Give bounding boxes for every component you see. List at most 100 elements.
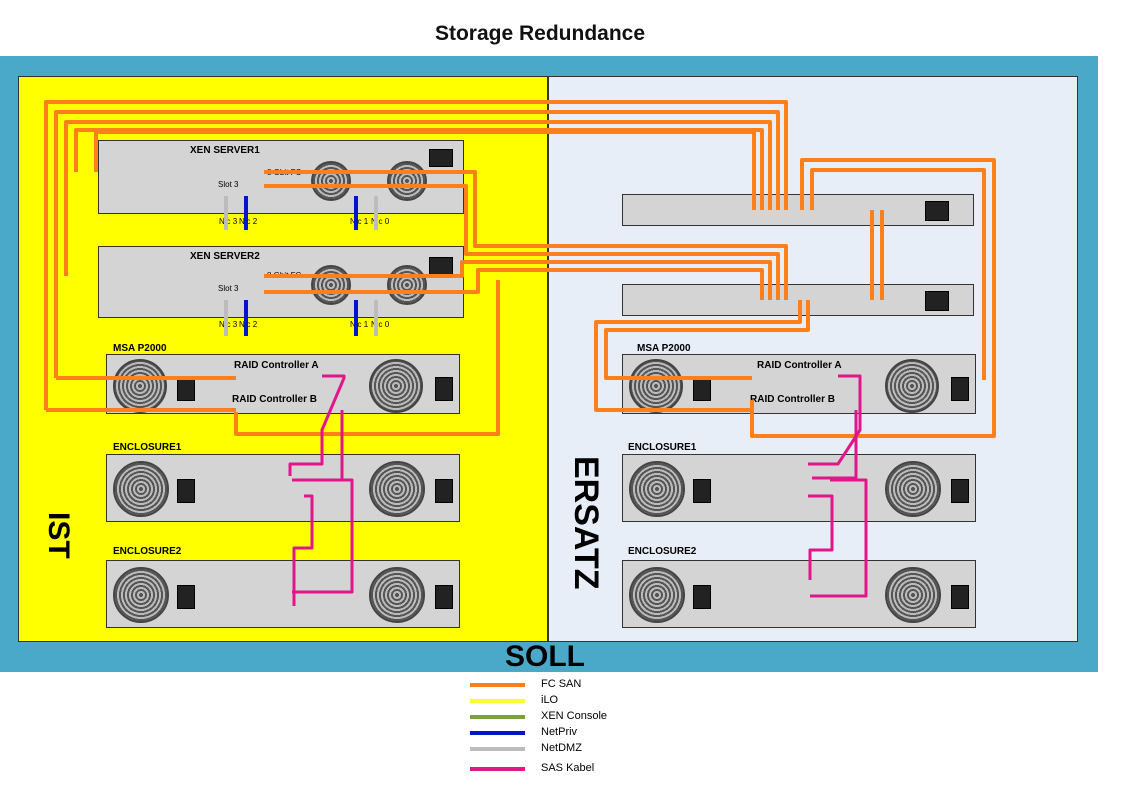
legend-label: FC SAN [541,678,582,690]
server2-nic0-label: Nic 0 [371,320,390,329]
fan-icon [311,265,351,305]
legend-label: SAS Kabel [541,762,595,774]
right-msa-name: MSA P2000 [637,343,691,354]
legend-swatch [470,747,525,751]
sas-cable [292,478,354,594]
fan-icon [885,461,941,517]
fc-san-cables [44,100,996,438]
server2-nic2-label: Nic 2 [239,320,258,329]
xen-server1 [98,140,464,214]
right-enclosure2-name: ENCLOSURE2 [628,546,697,557]
sas-cable [808,494,834,580]
fc-switch1 [622,194,974,226]
power-supply-icon [177,585,195,609]
fc-san-cable [64,120,772,276]
fan-icon [113,461,169,517]
power-supply-icon [177,479,195,503]
server2-slot-label: Slot 3 [218,284,239,293]
left-enclosure1 [106,454,460,522]
left-msa-p2000 [106,354,460,414]
fan-icon [885,567,941,623]
fan-icon [629,359,683,413]
legend-swatch [470,683,525,687]
fc-san-cable [234,280,500,436]
ist-label: IST [42,512,75,559]
server2-nic3-label: Nic 3 [219,320,238,329]
legend-swatch [470,715,525,719]
fc-san-cable [264,184,780,300]
sas-cables [288,374,868,606]
soll-label: SOLL [505,640,585,673]
power-supply-icon [435,377,453,401]
left-raid-controller-a: RAID Controller A [234,360,319,371]
legend-label: NetPriv [541,726,578,738]
legend-swatch [470,731,525,735]
legend-label: XEN Console [541,710,608,722]
legend-label: iLO [541,694,559,706]
right-msa-p2000 [622,354,976,414]
server1-name: XEN SERVER1 [190,145,260,156]
legend-swatch [470,699,525,703]
left-raid-controller-b: RAID Controller B [232,394,317,405]
fan-icon [387,265,427,305]
server1-nic1-label: Nic 1 [350,217,369,226]
sas-cable [810,478,868,598]
server2-nic1-label: Nic 1 [350,320,369,329]
fan-icon [369,567,425,623]
sas-cable [292,410,344,482]
power-supply-icon [951,377,969,401]
fc-san-cable [94,130,756,210]
xen-server2 [98,246,464,318]
power-supply-icon [951,479,969,503]
server1-slot-label: Slot 3 [218,180,239,189]
power-supply-icon [435,479,453,503]
left-enclosure1-name: ENCLOSURE1 [113,442,182,453]
server1-nic3-label: Nic 3 [219,217,238,226]
server1-nic2-label: Nic 2 [239,217,258,226]
fan-icon [387,161,427,201]
left-enclosure2-name: ENCLOSURE2 [113,546,182,557]
sas-cable [808,374,862,466]
left-msa-name: MSA P2000 [113,343,167,354]
sas-cable [292,494,314,606]
netdmz-cables [224,196,378,336]
power-supply-icon [925,201,949,221]
right-enclosure2 [622,560,976,628]
fan-icon [113,359,167,413]
fan-icon [369,359,423,413]
fan-icon [885,359,939,413]
power-supply-icon [435,585,453,609]
fc-san-cable [264,170,788,300]
sas-cable [812,410,858,480]
right-enclosure1-name: ENCLOSURE1 [628,442,697,453]
right-enclosure1 [622,454,976,522]
fan-icon [311,161,351,201]
fc-san-cable [604,300,810,380]
server2-name: XEN SERVER2 [190,251,260,262]
right-raid-controller-a: RAID Controller A [757,360,842,371]
fan-icon [369,461,425,517]
power-supply-icon [925,291,949,311]
diagram-title: Storage Redundance [434,22,646,45]
fc-san-cable [264,260,772,300]
fc-san-cable [750,158,996,438]
fan-icon [629,567,685,623]
fc-san-cable [594,300,802,412]
sas-cable [288,374,346,476]
ersatz-label: ERSATZ [567,456,605,590]
right-raid-controller-b: RAID Controller B [750,394,835,405]
netpriv-cables [244,196,358,336]
power-supply-icon [429,149,453,167]
fan-icon [629,461,685,517]
power-supply-icon [693,479,711,503]
power-supply-icon [693,585,711,609]
legend-swatch [470,767,525,771]
left-enclosure2 [106,560,460,628]
server1-nic0-label: Nic 0 [371,217,390,226]
fc-san-cable [810,168,986,380]
power-supply-icon [951,585,969,609]
fan-icon [113,567,169,623]
fc-san-cable [44,100,788,410]
fc-san-cable [54,110,780,378]
